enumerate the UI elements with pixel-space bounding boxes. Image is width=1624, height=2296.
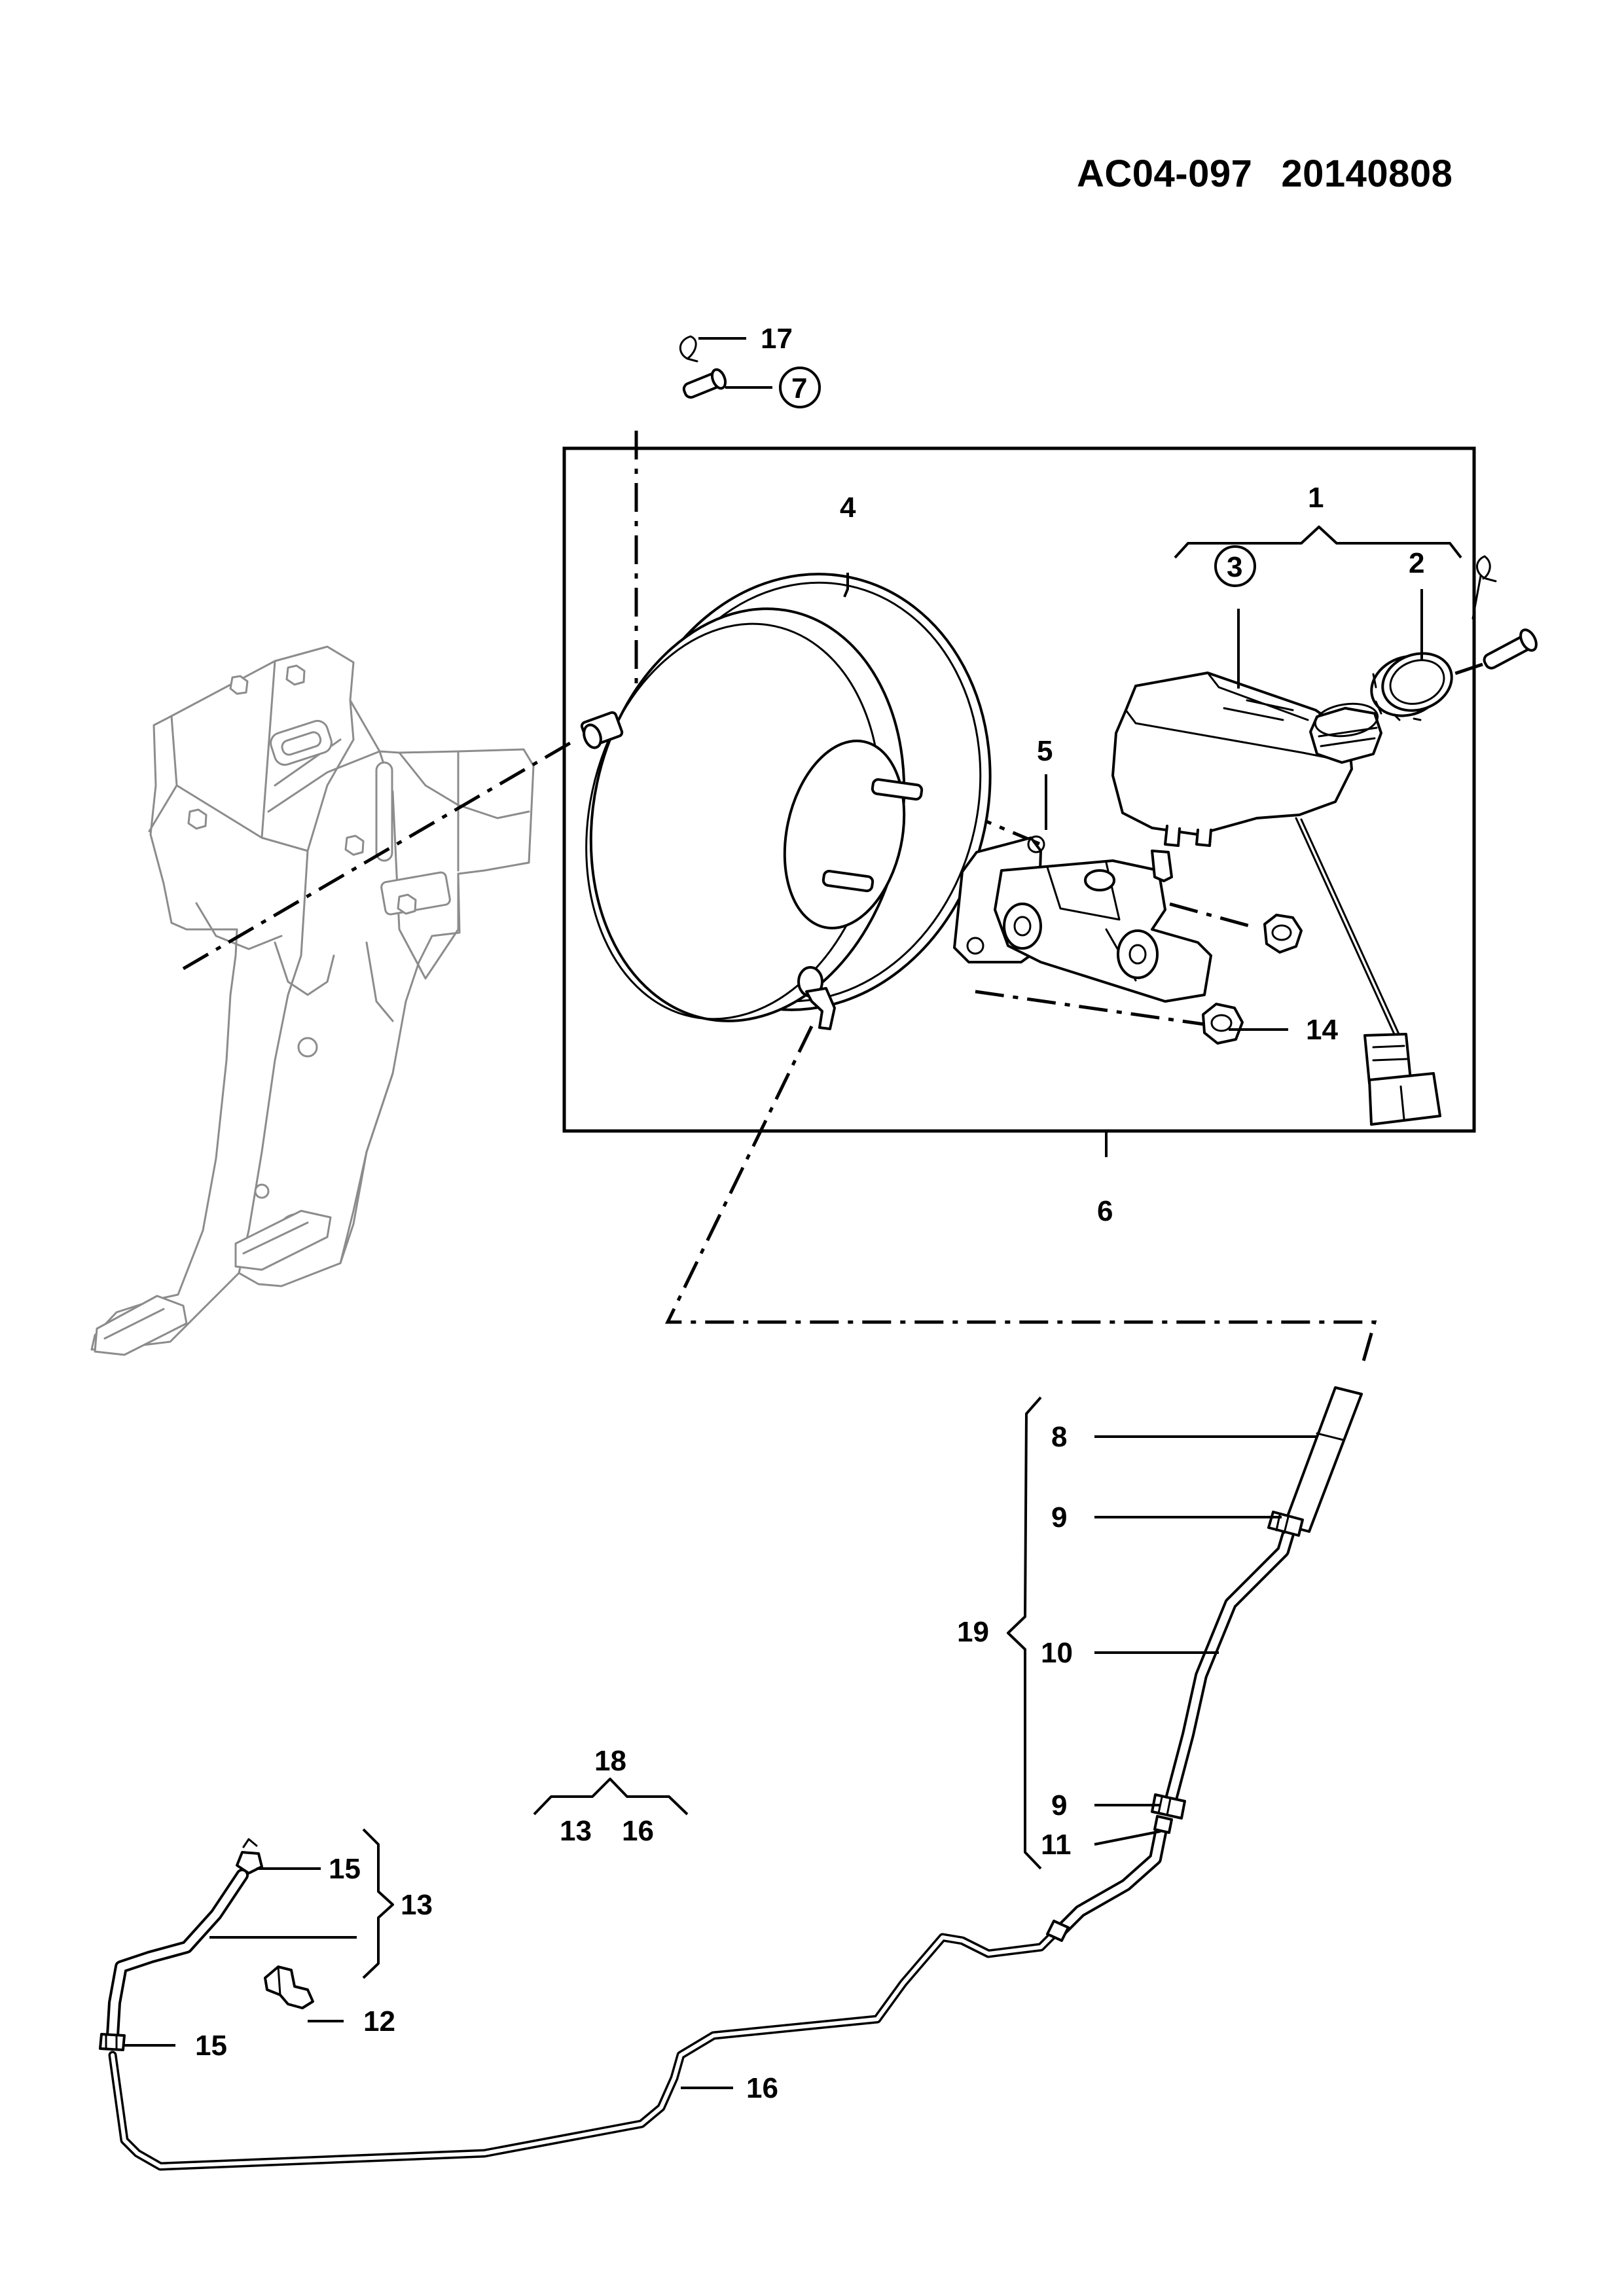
callout-18-kit-16: 16 xyxy=(622,1815,654,1847)
callout-3: 3 xyxy=(1227,551,1242,583)
assembly-frame xyxy=(562,446,1476,1133)
callout-circle-7 xyxy=(779,367,821,408)
callout-18-kit-13: 13 xyxy=(560,1815,592,1847)
cotter-pin-17 xyxy=(679,335,698,363)
diagram-code: AC04-097 xyxy=(1077,152,1253,195)
hose-13-assembly xyxy=(99,1838,263,2051)
callout-6: 6 xyxy=(1097,1195,1113,1227)
reservoir-cap-2 xyxy=(1370,652,1453,721)
pedal-assembly-illustration xyxy=(90,645,535,1356)
callout-8: 8 xyxy=(1051,1421,1067,1453)
callout-12: 12 xyxy=(363,2005,395,2037)
callout-15-upper: 15 xyxy=(329,1853,361,1885)
reservoir-pin-and-clip xyxy=(1471,555,1538,670)
hose-clip-12 xyxy=(264,1965,314,2009)
callout-17: 17 xyxy=(761,323,793,355)
callout-19: 19 xyxy=(957,1616,989,1648)
reservoir-3 xyxy=(1111,672,1441,1126)
master-cylinder-5 xyxy=(953,835,1212,1003)
leader-lines xyxy=(124,337,1423,2089)
callout-14: 14 xyxy=(1306,1014,1338,1046)
callout-16: 16 xyxy=(746,2072,778,2104)
callout-2: 2 xyxy=(1409,547,1424,579)
callout-5: 5 xyxy=(1037,735,1053,767)
callout-1: 1 xyxy=(1308,482,1324,514)
callout-circle-3 xyxy=(1214,545,1256,587)
clevis-pin-7 xyxy=(682,368,727,399)
callout-9-lower: 9 xyxy=(1051,1789,1067,1821)
callout-10: 10 xyxy=(1041,1637,1073,1669)
grouping-braces xyxy=(362,526,1462,1979)
callout-7: 7 xyxy=(791,372,807,404)
callout-13: 13 xyxy=(401,1889,433,1921)
brake-booster-4 xyxy=(580,573,992,1030)
callout-15-lower: 15 xyxy=(195,2030,227,2062)
callout-18: 18 xyxy=(594,1745,626,1777)
flange-nut-14 xyxy=(1202,914,1303,1045)
callout-labels: 17 7 4 1 3 2 5 14 6 8 9 19 10 9 11 18 13… xyxy=(195,323,1424,2104)
callout-9-upper: 9 xyxy=(1051,1501,1067,1534)
callout-11: 11 xyxy=(1041,1829,1072,1861)
diagram-code-header: AC04-097 20140808 xyxy=(1077,152,1453,196)
diagram-date: 20140808 xyxy=(1281,152,1453,195)
vacuum-hose-assembly xyxy=(108,1386,1363,2171)
callout-4: 4 xyxy=(840,492,856,524)
